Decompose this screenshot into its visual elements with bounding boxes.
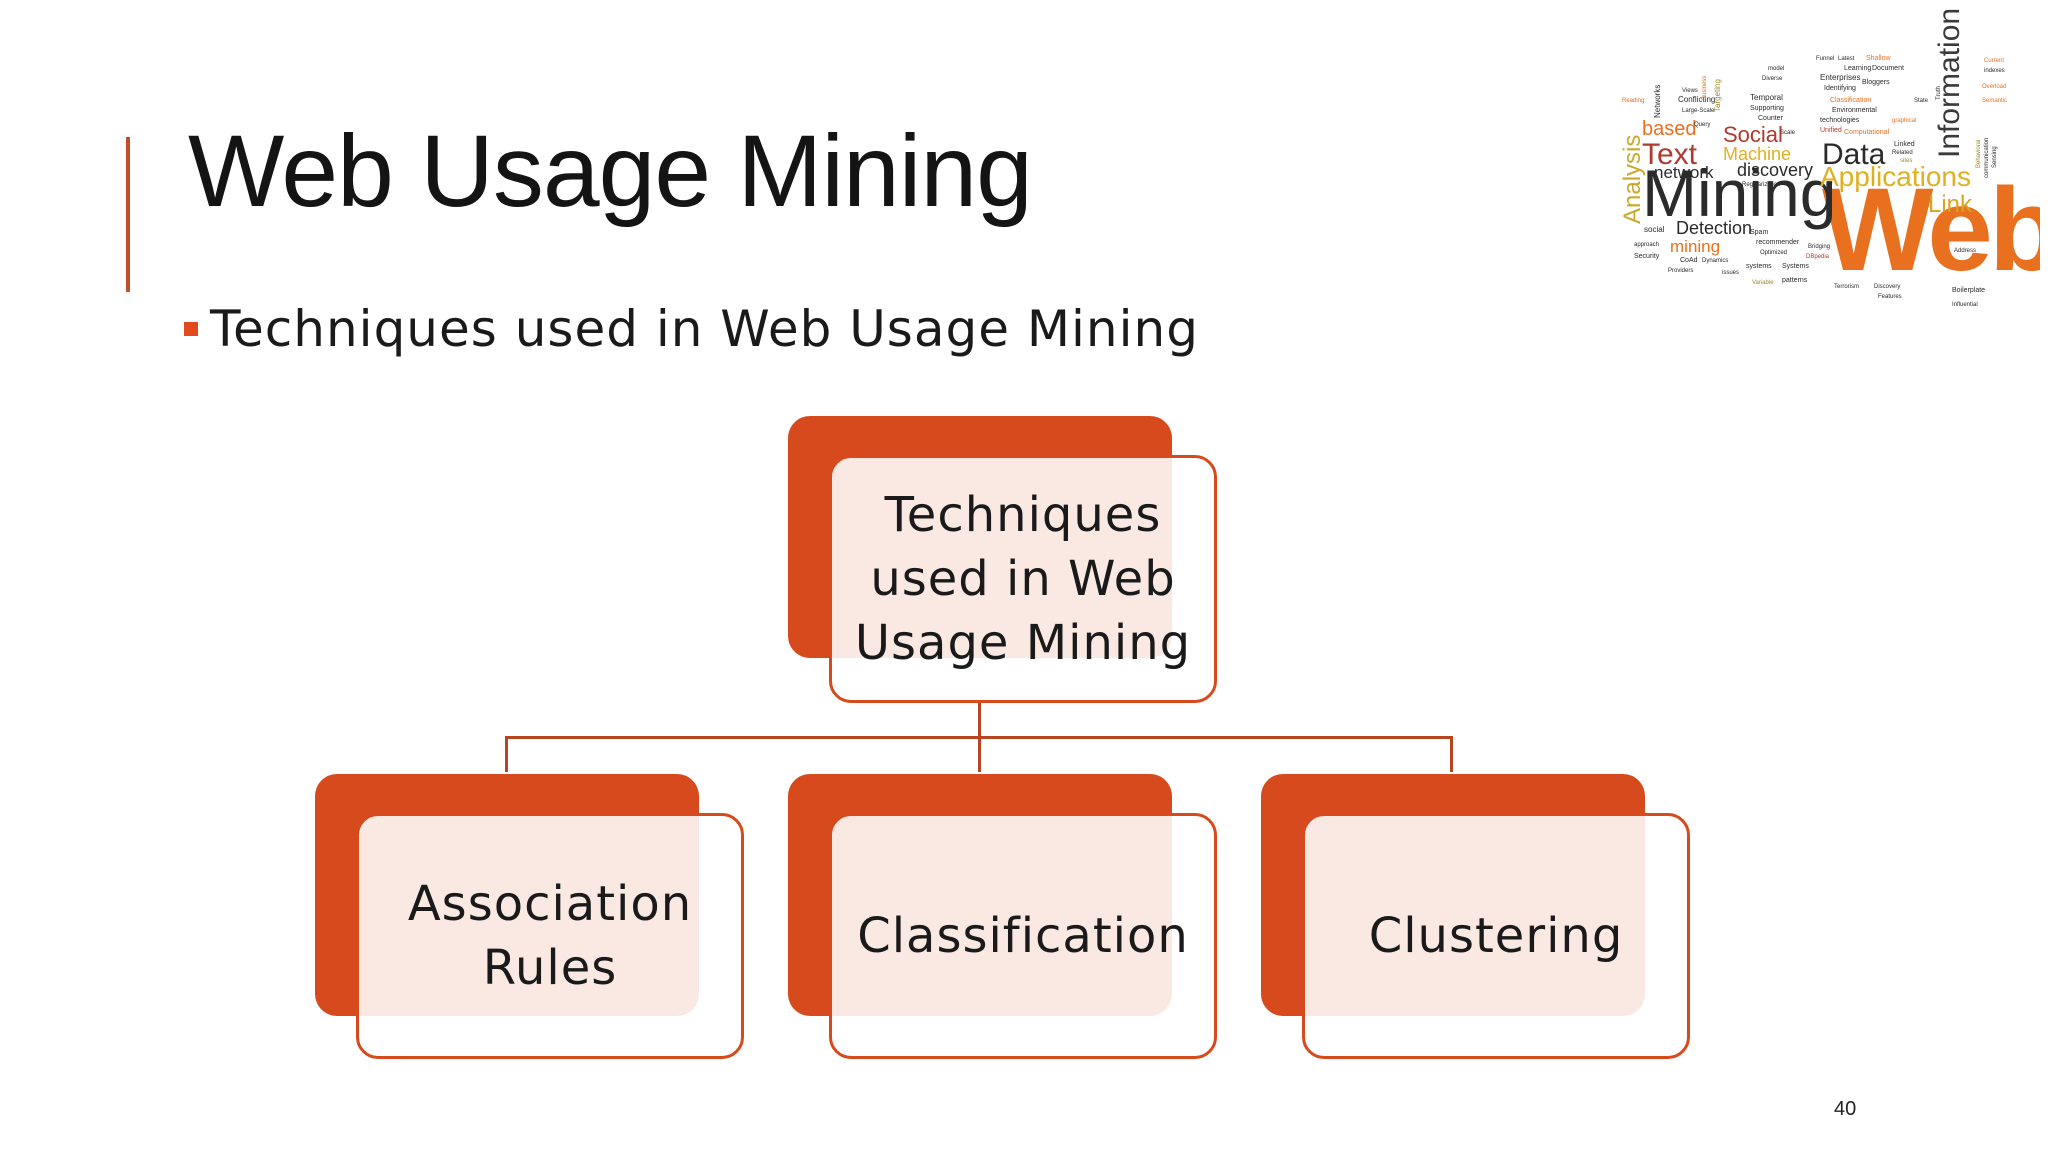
word-dbpedia: DBpedia [1806, 254, 1830, 260]
word-shallow: Shallow [1866, 55, 1891, 62]
word-patterns: patterns [1782, 277, 1808, 284]
word-learning: Learning [1844, 65, 1871, 72]
word-systems-cap: Systems [1782, 263, 1809, 270]
word-bloggers: Bloggers [1862, 79, 1890, 86]
word-conflicting: Conflicting [1678, 95, 1715, 104]
child-node-classification: Classification [829, 813, 1217, 1059]
word-discovery: discovery [1737, 160, 1813, 180]
word-applications: Applications [1820, 161, 1971, 192]
title-accent-bar [126, 137, 130, 292]
word-networks: Networks [1653, 85, 1662, 118]
word-machine: Machine [1723, 144, 1791, 164]
word-network: network [1654, 163, 1714, 182]
word-systems: systems [1746, 263, 1772, 270]
word-behavioral: Behavioral [1976, 140, 1982, 168]
word-social: Social [1723, 122, 1783, 147]
word-classification: Classification [1830, 97, 1871, 104]
word-based: based [1642, 118, 1697, 140]
connector-left [505, 736, 508, 772]
child-node-clustering: Clustering [1302, 813, 1690, 1059]
word-semantic: Semantic [1982, 98, 2007, 104]
word-environmental: Environmental [1832, 107, 1877, 114]
word-recommender: recommender [1756, 239, 1800, 246]
word-bridging: Bridging [1808, 244, 1830, 250]
word-query: Query [1694, 122, 1710, 128]
word-security: Security [1634, 253, 1660, 260]
word-boilerplate: Boilerplate [1952, 287, 1985, 294]
word-regularization: Regularization [1742, 182, 1780, 188]
word-influential: Influential [1952, 302, 1978, 308]
word-analysis: Analysis [1619, 135, 1646, 224]
slide-title: Web Usage Mining [188, 114, 1033, 228]
word-address: Address [1954, 248, 1976, 254]
word-detection: Detection [1676, 218, 1752, 238]
word-information: Information [1933, 8, 1966, 158]
word-temporal: Temporal [1750, 93, 1783, 102]
word-providers: Providers [1668, 268, 1693, 274]
word-mining-small: mining [1670, 237, 1720, 256]
word-social-small: social [1644, 225, 1665, 234]
word-enterprises: Enterprises [1820, 73, 1860, 82]
word-sensing: Sensing [1992, 146, 1998, 168]
word-funnel: Funnel [1816, 56, 1834, 62]
word-scale: Scale [1780, 130, 1796, 136]
word-coad: CoAd [1680, 257, 1698, 264]
bullet-text: Techniques used in Web Usage Mining [210, 300, 1199, 358]
word-communication: communication [1984, 138, 1990, 178]
connector-horizontal [505, 736, 1452, 739]
root-node: Techniques used in Web Usage Mining [829, 455, 1217, 703]
word-reading: Reading [1622, 98, 1644, 104]
word-web: Web [1822, 164, 2040, 296]
word-model: model [1768, 66, 1784, 72]
word-computational: Computational [1844, 129, 1890, 136]
word-sites: sites [1900, 158, 1912, 164]
word-state: State [1914, 98, 1929, 104]
word-issues: issues [1722, 270, 1739, 276]
word-text: Text [1642, 138, 1698, 171]
word-unified: Unified [1820, 127, 1842, 134]
word-current: Current [1984, 58, 2004, 64]
word-link: Link [1928, 191, 1973, 218]
word-latest: Latest [1838, 56, 1855, 62]
word-graphical: graphical [1892, 118, 1916, 124]
word-supporting: Supporting [1750, 105, 1784, 112]
connector-right [1450, 736, 1453, 772]
word-indexes: indexes [1984, 68, 2005, 74]
word-spam: Spam [1750, 229, 1768, 236]
word-document: Document [1872, 65, 1904, 72]
word-counter: Counter [1758, 115, 1784, 122]
word-approach: approach [1634, 242, 1659, 248]
word-dynamics: Dynamics [1702, 258, 1728, 264]
word-data: Data [1822, 138, 1886, 171]
word-views: Views [1682, 88, 1698, 94]
word-large-scale: Large-Scale [1682, 108, 1715, 114]
word-variable: Variable [1752, 280, 1774, 286]
word-identifying: Identifying [1824, 85, 1856, 92]
word-truth: Truth [1936, 86, 1942, 100]
word-terrorism: Terrorism [1834, 284, 1859, 290]
word-technologies: technologies [1820, 117, 1860, 124]
word-overload: Overload [1982, 84, 2006, 90]
word-features: Features [1878, 294, 1902, 300]
word-optimized: Optimized [1760, 250, 1787, 256]
word-discovery-small: Discovery [1874, 284, 1900, 290]
word-mining: Mining [1642, 156, 1836, 230]
word-targeting: Targeting [1713, 79, 1722, 112]
word-related: Related [1892, 150, 1913, 156]
page-number: 40 [1834, 1098, 1857, 1120]
word-diverse: Diverse [1762, 76, 1783, 82]
child-node-association-rules: Association Rules [356, 813, 744, 1059]
bullet-square-icon [184, 322, 198, 336]
bullet-item: Techniques used in Web Usage Mining [184, 300, 1199, 358]
word-cloud-image: Web Mining Information Applications Data… [1619, 8, 2040, 308]
word-linked: Linked [1894, 141, 1915, 148]
word-business: Business [1702, 76, 1708, 100]
